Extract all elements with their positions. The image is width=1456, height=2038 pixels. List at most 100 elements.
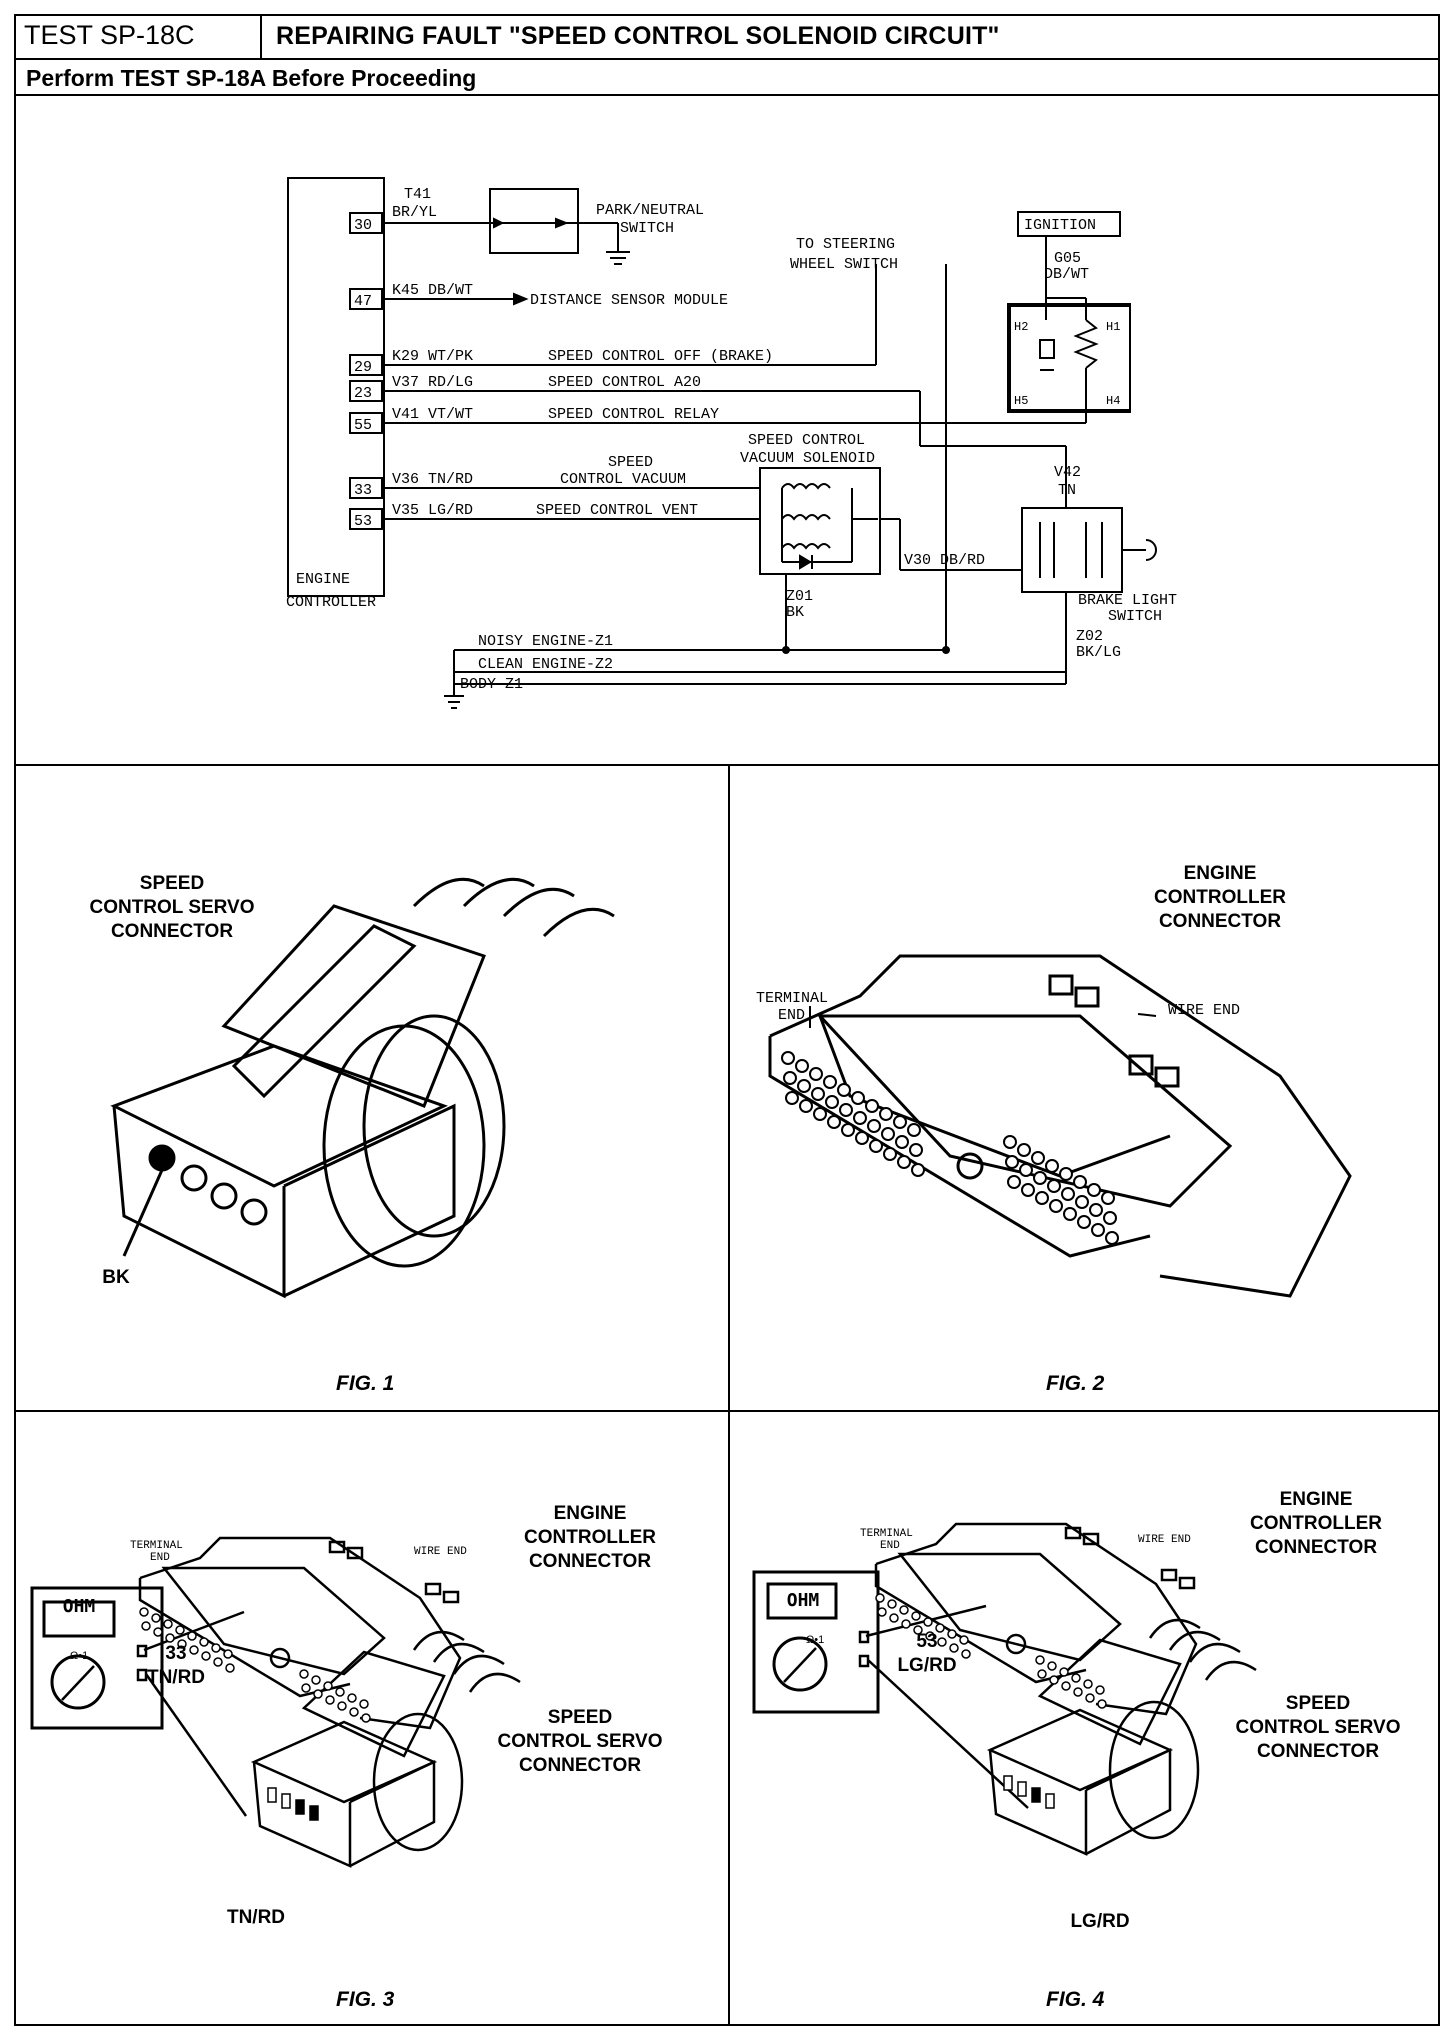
fig1-label-line: SPEED [139,873,205,894]
controller-label: CONTROLLER [286,594,376,611]
component-label: PARK/NEUTRAL [596,202,704,219]
pin-number: 53 [354,513,372,530]
component-label: SWITCH [620,220,674,237]
fig3-terminal-line: END [150,1552,170,1564]
circuit-label: SPEED CONTROL OFF (BRAKE) [548,348,773,365]
controller-label: ENGINE [296,571,350,588]
fig4-wire-end: WIRE END [1138,1534,1191,1546]
ground-label: NOISY ENGINE-Z1 [478,633,613,650]
relay-pin: H1 [1106,320,1120,334]
fig3-sc-line: SPEED [547,1707,613,1728]
wire-label: Z01 [786,588,813,605]
wiring-schematic: ENGINE CONTROLLER 30 47 29 23 55 33 53 T… [286,177,1177,709]
fig4-sc-line: SPEED [1285,1693,1351,1714]
fig3-sc-line: CONTROL SERVO [497,1731,663,1752]
fig2-terminal-line: TERMINAL [756,990,829,1007]
divider [14,764,1440,766]
fig4-sc-label: SPEED CONTROL SERVO CONNECTOR [1208,1692,1428,1764]
relay-pin: H4 [1106,394,1120,408]
wire-label: BR/YL [392,204,437,221]
fig1-caption: FIG. 1 [336,1372,395,1395]
fig4-servo-pin: LG/RD [1070,1911,1130,1932]
fig4-meter-display: OHM [786,1590,820,1611]
wire-label: BK/LG [1076,644,1121,661]
circuit-label: SPEED CONTROL A20 [548,374,701,391]
fig3-pin-num: 33 [165,1643,187,1664]
wire-label: V37 RD/LG [392,374,473,391]
wire-label: TN [1058,482,1076,499]
wire-label: DB/WT [1044,266,1089,283]
wire-label: K45 DB/WT [392,282,473,299]
engine-controller-box [287,177,385,597]
fig2-caption: FIG. 2 [1046,1372,1105,1395]
component-label: TO STEERING [796,236,895,253]
fig3-pin-label: 33 TN/RD [146,1642,206,1690]
header-row: TEST SP-18C REPAIRING FAULT "SPEED CONTR… [14,14,1440,60]
wire-label: Z02 [1076,628,1103,645]
page-title: REPAIRING FAULT "SPEED CONTROL SOLENOID … [276,22,1000,50]
circuit-label: SPEED [608,454,653,471]
wire-label: K29 WT/PK [392,348,473,365]
fig3-meter-display: OHM [62,1596,96,1617]
brake-light-switch [1021,507,1123,593]
controller-connector-drawing [768,954,1352,1298]
fig3-servo-pin: TN/RD [226,1907,286,1928]
pin-number: 33 [354,482,372,499]
fig4-terminal-line: END [880,1540,900,1552]
fig4-ec-line: ENGINE [1279,1489,1353,1510]
relay-pin: H5 [1014,394,1028,408]
fig4-pin-color: LG/RD [897,1655,957,1676]
fig4-sc-line: CONTROL SERVO [1235,1717,1401,1738]
fig3-terminal-line: TERMINAL [130,1540,183,1552]
fig1-label: SPEED CONTROL SERVO CONNECTOR [72,872,272,944]
wire-label: V30 DB/RD [904,552,985,569]
wire-label: BK [786,604,804,621]
fig3-ec-line: CONTROLLER [524,1527,656,1548]
park-neutral-switch [489,188,579,254]
fig4-ec-line: CONTROLLER [1250,1513,1382,1534]
test-id: TEST SP-18C [14,14,262,58]
fig1-pin-label: BK [102,1267,130,1288]
ground-label: BODY-Z1 [460,676,523,693]
component-label: SWITCH [1108,608,1162,625]
fig2-label-line: ENGINE [1183,863,1257,884]
pin-number: 55 [354,417,372,434]
fig4-test-drawing [752,1522,1257,1856]
fig4-pin-num: 53 [916,1631,938,1652]
component-label: VACUUM SOLENOID [740,450,875,467]
component-label: BRAKE LIGHT [1078,592,1177,609]
wire-label: V36 TN/RD [392,471,473,488]
pin-number: 47 [354,293,372,310]
fig4-sc-line: CONNECTOR [1256,1741,1380,1762]
page-subtitle: Perform TEST SP-18A Before Proceeding [14,60,1440,96]
fig2-terminal-line: END [778,1007,806,1024]
ignition-box [1017,211,1121,237]
circuit-label: DISTANCE SENSOR MODULE [530,292,728,309]
fig3-wire-end: WIRE END [414,1546,467,1558]
fig2-label-line: CONNECTOR [1158,911,1282,932]
pin-number: 23 [354,385,372,402]
fig3-ec-line: ENGINE [553,1503,627,1524]
divider [14,1410,1440,1412]
fig3-test-drawing [30,1536,521,1868]
servo-connector-drawing [110,877,615,1299]
wire-label: V42 [1054,464,1081,481]
component-label: WHEEL SWITCH [790,256,898,273]
fig4-terminal-line: TERMINAL [860,1528,913,1540]
fig1-label-line: CONTROL SERVO [89,897,255,918]
circuit-label: CONTROL VACUUM [560,471,686,488]
component-label: IGNITION [1024,217,1096,234]
fig3-ec-line: CONNECTOR [528,1551,652,1572]
fig3-sc-label: SPEED CONTROL SERVO CONNECTOR [480,1706,680,1778]
fig2-terminal-end: TERMINAL END [756,990,828,1024]
ground-label: CLEAN ENGINE-Z2 [478,656,613,673]
fig4-ec-label: ENGINE CONTROLLER CONNECTOR [1226,1488,1406,1560]
fig4-ec-line: CONNECTOR [1254,1537,1378,1558]
circuit-label: SPEED CONTROL VENT [536,502,698,519]
fig2-label: ENGINE CONTROLLER CONNECTOR [1120,862,1320,934]
fig3-sc-line: CONNECTOR [518,1755,642,1776]
fig3-meter-scale: Ω•1 [70,1650,89,1662]
wire-label: V41 VT/WT [392,406,473,423]
wire-label: T41 [404,186,431,203]
fig3-caption: FIG. 3 [336,1988,395,2011]
